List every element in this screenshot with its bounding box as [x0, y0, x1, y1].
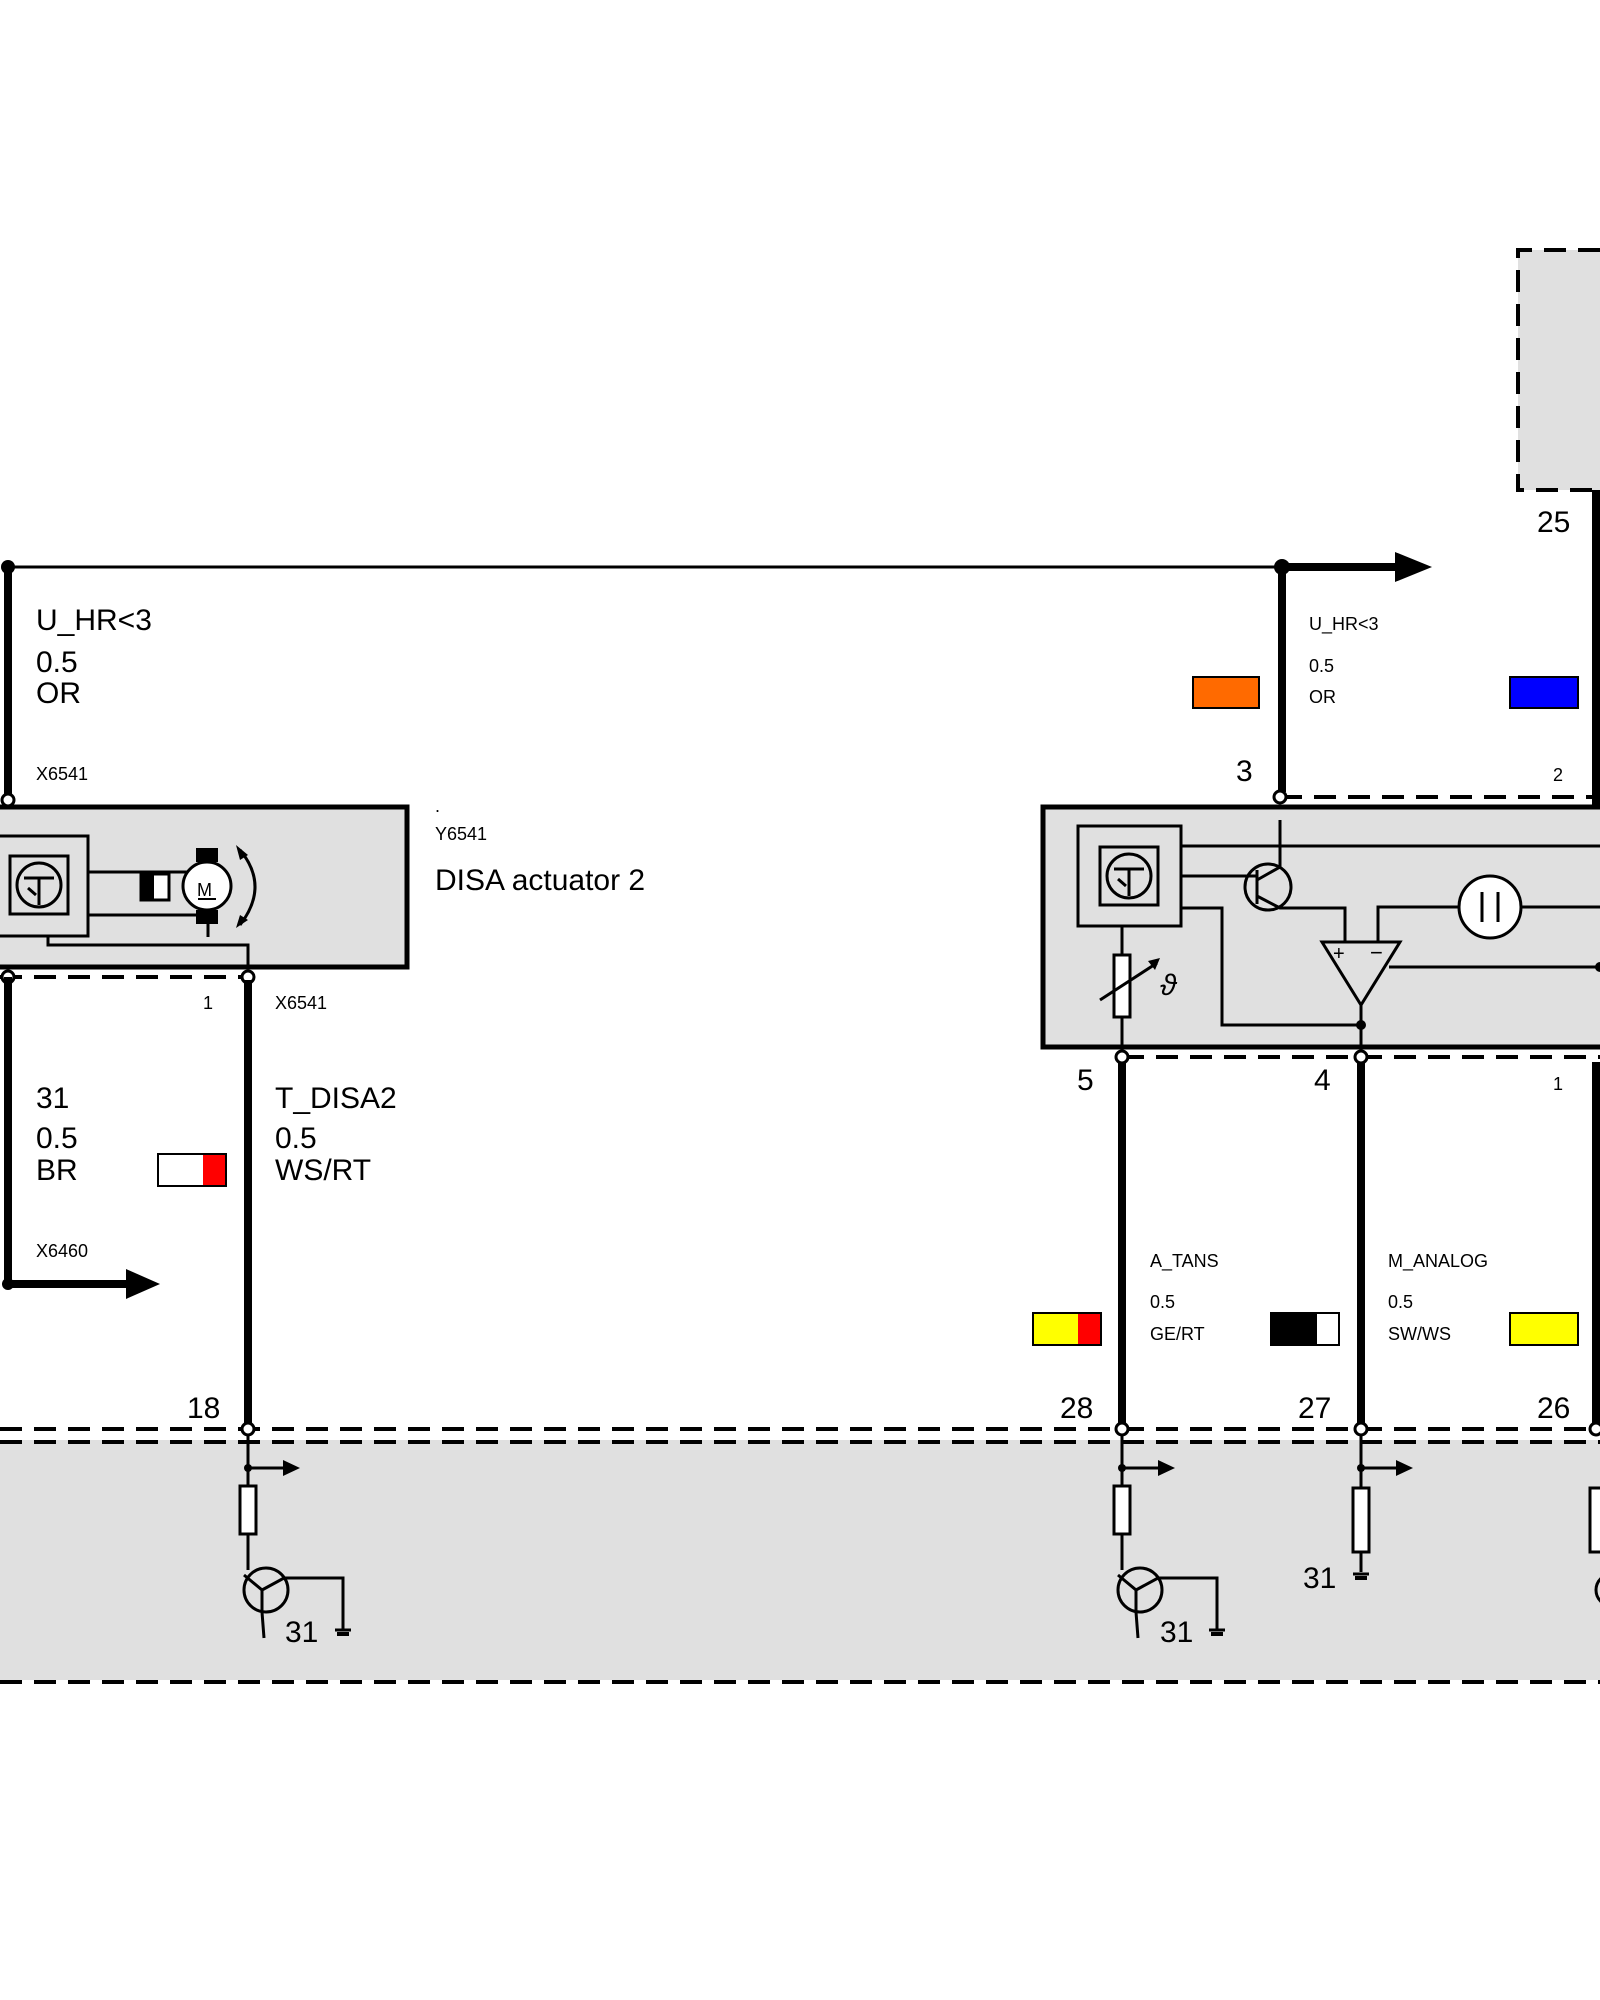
ground-label-1: 31 — [285, 1616, 318, 1649]
m-analog-size: 0.5 — [1388, 1292, 1413, 1312]
color-swatch-br — [157, 1153, 227, 1187]
actuator-name: DISA actuator 2 — [435, 864, 645, 897]
connector-dot-top-left — [0, 792, 16, 808]
u-hr-bus-line — [1, 559, 1400, 575]
u-hr-right-color: OR — [1309, 687, 1336, 707]
color-swatch-yellow — [1509, 1312, 1579, 1346]
actuator-ref: Y6541 — [435, 824, 487, 844]
ground-arrow — [2, 1278, 130, 1290]
u-hr-right-signal: U_HR<3 — [1309, 614, 1379, 635]
pin-label-ecu-28: 28 — [1060, 1392, 1093, 1425]
arrow-right-icon — [126, 1269, 160, 1299]
color-swatch-blue — [1509, 676, 1579, 709]
svg-text:M: M — [197, 880, 212, 900]
color-swatch-sw-ws — [1270, 1312, 1340, 1346]
svg-text:ϑ: ϑ — [1160, 969, 1178, 1002]
ecu-input-27 — [1351, 1421, 1413, 1580]
connector-x6541-bottom: X6541 — [275, 993, 327, 1013]
connector-dot-pin3 — [1272, 789, 1288, 805]
ecu-input-28 — [1112, 1421, 1225, 1639]
u-hr-right-size: 0.5 — [1309, 656, 1334, 676]
pin-label-sensor-1: 1 — [1553, 1074, 1563, 1094]
pin-label-ecu-26: 26 — [1537, 1392, 1570, 1425]
color-swatch-ge-rt — [1032, 1312, 1102, 1346]
actuator-box: M — [0, 804, 410, 979]
connector-x6460: X6460 — [36, 1241, 88, 1261]
t-disa2-size: 0.5 — [275, 1122, 317, 1155]
ecu-input-18 — [238, 1421, 351, 1639]
connector-x6541-top: X6541 — [36, 764, 88, 784]
ecu-panel — [0, 1427, 1600, 1684]
ground-size: 0.5 — [36, 1122, 78, 1155]
ecu-input-26 — [1588, 1421, 1600, 1603]
pin-label-sensor-2: 2 — [1553, 765, 1563, 785]
svg-text:+: + — [1333, 943, 1345, 965]
pin-label-sensor-5: 5 — [1077, 1064, 1094, 1097]
arrow-right-icon — [1395, 552, 1432, 582]
ground-label-2: 31 — [1160, 1616, 1193, 1649]
top-right-component — [1516, 248, 1600, 492]
a-tans-color: GE/RT — [1150, 1324, 1205, 1344]
pin-label-sensor-3: 3 — [1236, 755, 1253, 788]
ground-color: BR — [36, 1154, 78, 1187]
color-swatch-orange — [1192, 676, 1260, 709]
pin-label-25: 25 — [1537, 506, 1570, 539]
pin-label-sensor-4: 4 — [1314, 1064, 1331, 1097]
pin-label-actuator-1: 1 — [203, 993, 213, 1013]
actuator-dot: . — [435, 796, 440, 816]
ground-label-3: 31 — [1303, 1562, 1336, 1595]
pin-label-ecu-27: 27 — [1298, 1392, 1331, 1425]
svg-text:−: − — [1370, 940, 1383, 965]
sensor-box: + − ϑ — [1040, 795, 1600, 1059]
a-tans-size: 0.5 — [1150, 1292, 1175, 1312]
m-analog-color: SW/WS — [1388, 1324, 1451, 1344]
a-tans-signal: A_TANS — [1150, 1251, 1219, 1272]
t-disa2-signal: T_DISA2 — [275, 1082, 397, 1115]
pin-label-ecu-18: 18 — [187, 1392, 220, 1425]
t-disa2-color: WS/RT — [275, 1154, 371, 1187]
u-hr-left-size: 0.5 — [36, 646, 78, 679]
ground-signal: 31 — [36, 1082, 69, 1115]
connector-dot-pin4 — [1353, 1049, 1369, 1065]
m-analog-signal: M_ANALOG — [1388, 1251, 1488, 1272]
u-hr-left-color: OR — [36, 677, 81, 710]
u-hr-left-signal: U_HR<3 — [36, 604, 152, 637]
connector-dot-pin5 — [1114, 1049, 1130, 1065]
